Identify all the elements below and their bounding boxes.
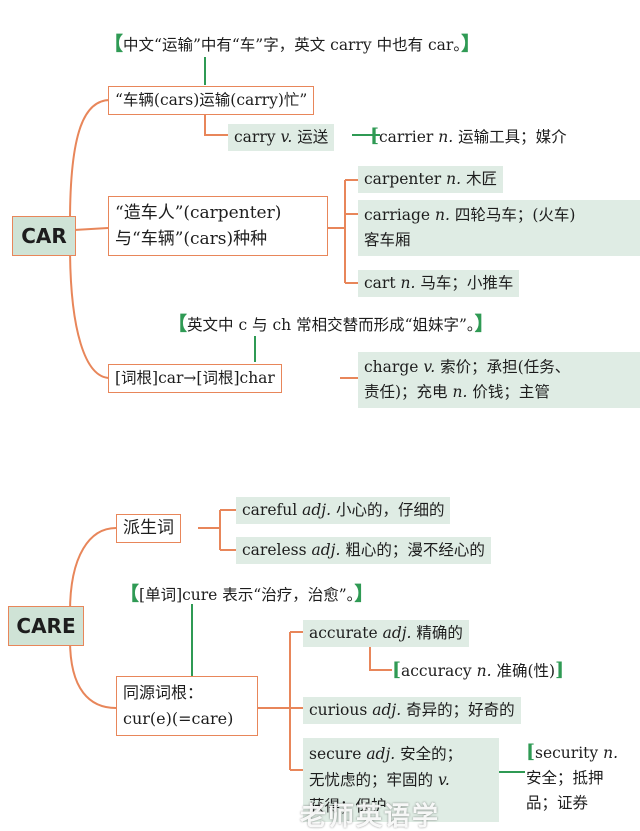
word-accuracy: [accuracy n. 准确(性)] xyxy=(392,659,565,681)
word-charge: charge v. 索价；承担(任务、 责任)；充电 n. 价钱；主管 xyxy=(358,352,640,408)
word-security: [security n. 安全；抵押 品；证券 xyxy=(526,741,619,812)
car-branch-root-char: [词根]car→[词根]char xyxy=(108,364,282,393)
word-careful: careful adj. 小心的，仔细的 xyxy=(236,497,451,524)
car-note-2: 【英文中 c 与 ch 常相交替而形成“姐妹字”。】 xyxy=(168,313,494,335)
word-accurate: accurate adj. 精确的 xyxy=(303,620,469,647)
word-careless: careless adj. 粗心的；漫不经心的 xyxy=(236,537,491,564)
word-secure: secure adj. 安全的； 无忧虑的；牢固的 v. 获得；保护 xyxy=(303,738,499,822)
word-cart: cart n. 马车；小推车 xyxy=(358,270,520,297)
word-carriage: carriage n. 四轮马车；(火车) 客车厢 xyxy=(358,200,640,256)
word-carry: carry v. 运送 xyxy=(228,124,335,151)
word-curious: curious adj. 奇异的；好奇的 xyxy=(303,697,521,724)
car-note-1: 【中文“运输”中有“车”字，英文 carry 中也有 car。】 xyxy=(104,33,481,55)
car-branch-carry: “车辆(cars)运输(carry)忙” xyxy=(108,86,315,115)
root-care: CARE xyxy=(8,606,84,646)
car-branch-carpenter: “造车人”(carpenter) 与“车辆”(cars)种种 xyxy=(108,196,328,256)
root-car: CAR xyxy=(12,216,76,256)
watermark: 老师英语学 xyxy=(300,802,441,831)
care-branch-cognate-root: 同源词根： cur(e)(=care) xyxy=(116,676,258,736)
care-branch-derivatives: 派生词 xyxy=(116,514,181,543)
word-carpenter: carpenter n. 木匠 xyxy=(358,166,504,193)
word-carrier: [carrier n. 运输工具；媒介 xyxy=(370,125,567,147)
care-note: 【[单词]cure 表示“治疗，治愈”。】 xyxy=(120,583,374,605)
